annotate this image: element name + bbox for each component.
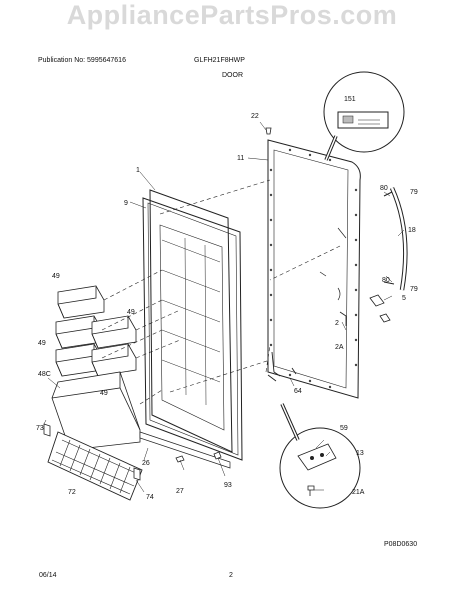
callout-labels: 151 22 11 1 9 80 79 18 80 79 5 2 2A 64 4… — [36, 96, 418, 501]
callout-74: 74 — [146, 494, 154, 501]
assembly-lines — [101, 179, 341, 405]
callout-72: 72 — [68, 489, 76, 496]
publication-number: Publication No: 5995647616 — [38, 57, 126, 64]
callout-64: 64 — [294, 388, 302, 395]
callout-11: 11 — [237, 155, 244, 162]
callout-13: 13 — [356, 450, 364, 457]
callout-27: 27 — [176, 488, 184, 495]
callout-5: 5 — [402, 295, 406, 302]
callout-18: 18 — [408, 227, 416, 234]
callout-2A: 2A — [335, 344, 344, 351]
callout-79-lower: 79 — [410, 286, 418, 293]
callout-22: 22 — [251, 113, 259, 120]
callout-49-d: 49 — [100, 390, 108, 397]
outer-door-panel — [267, 139, 361, 399]
callout-79-upper: 79 — [410, 189, 418, 196]
callout-151: 151 — [344, 96, 356, 103]
callout-49-a: 49 — [52, 273, 60, 280]
callout-73: 73 — [36, 425, 44, 432]
small-hardware — [175, 127, 347, 463]
callout-21A: 21A — [352, 489, 365, 496]
diagram-code: P08D0630 — [384, 541, 418, 548]
door-liner — [142, 189, 243, 461]
lower-bin-and-rack — [43, 371, 231, 501]
panel-screw-holes — [269, 148, 358, 389]
callout-1: 1 — [136, 167, 140, 174]
section-title: DOOR — [222, 72, 243, 79]
page-number: 2 — [229, 572, 233, 579]
footer-date: 06/14 — [39, 572, 57, 579]
watermark: AppliancePartsPros.com — [66, 0, 398, 30]
callout-2: 2 — [335, 320, 339, 327]
callout-93: 93 — [224, 482, 232, 489]
control-panel-detail — [323, 71, 405, 161]
callout-49-b: 49 — [127, 309, 135, 316]
callout-26: 26 — [142, 460, 150, 467]
callout-59: 59 — [340, 425, 348, 432]
leader-lines — [43, 121, 405, 493]
door-bins — [55, 285, 137, 377]
callout-80-lower: 80 — [382, 277, 390, 284]
model-number: GLFH21F8HWP — [194, 57, 245, 64]
hinge-detail — [267, 351, 361, 509]
callout-80-upper: 80 — [380, 185, 388, 192]
callout-49-c: 49 — [38, 340, 46, 347]
callout-9: 9 — [124, 200, 128, 207]
callout-48C: 48C — [38, 371, 51, 378]
door-handle — [369, 187, 408, 323]
